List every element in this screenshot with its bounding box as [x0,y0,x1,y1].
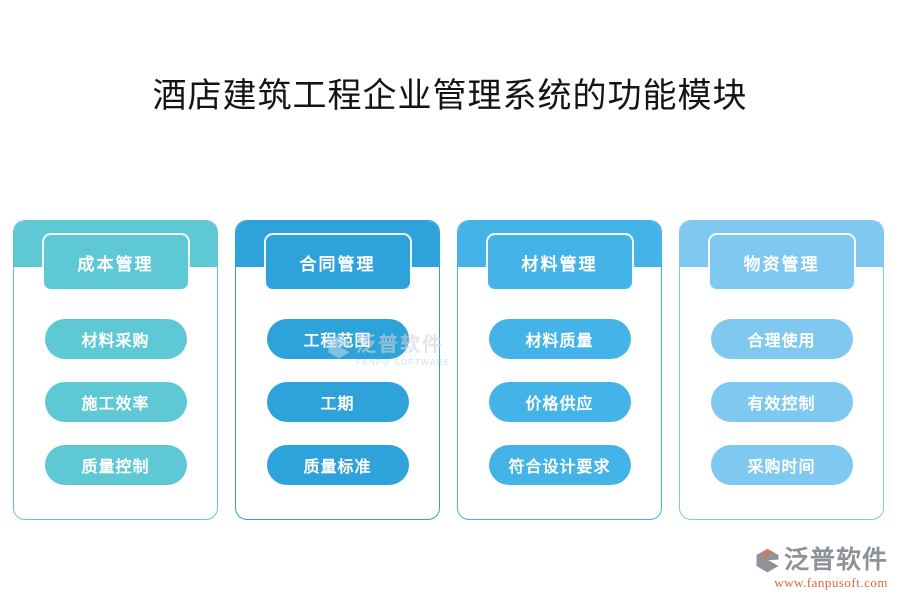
module-pill: 施工效率 [44,382,187,422]
module-card: 材料管理 材料质量价格供应符合设计要求 [457,220,662,520]
card-pill-list: 合理使用有效控制采购时间 [680,319,883,485]
module-pill: 工程范围 [266,319,409,359]
card-pill-list: 工程范围工期质量标准 [236,319,439,485]
card-pill-list: 材料质量价格供应符合设计要求 [458,319,661,485]
module-pill: 质量控制 [44,445,187,485]
card-header-tab: 物资管理 [707,233,856,291]
cards-grid: 成本管理 材料采购施工效率质量控制 合同管理 工程范围工期质量标准 材料管理 材… [13,220,887,520]
module-pill: 采购时间 [710,445,853,485]
card-header-label: 成本管理 [77,254,154,274]
card-header-label: 材料管理 [521,254,598,274]
module-pill: 材料采购 [44,319,187,359]
module-card: 物资管理 合理使用有效控制采购时间 [679,220,884,520]
module-pill: 符合设计要求 [488,445,631,485]
module-pill: 价格供应 [488,382,631,422]
card-header-tab: 材料管理 [485,233,634,291]
module-pill: 材料质量 [488,319,631,359]
card-header-label: 合同管理 [299,254,376,274]
card-header-tab: 成本管理 [41,233,190,291]
module-card: 合同管理 工程范围工期质量标准 [235,220,440,520]
module-pill: 合理使用 [710,319,853,359]
module-pill: 有效控制 [710,382,853,422]
brand-name: 泛普软件 [783,547,888,574]
card-header-tab: 合同管理 [263,233,412,291]
card-pill-list: 材料采购施工效率质量控制 [14,319,217,485]
fanpu-logo-icon [756,548,779,573]
card-header-label: 物资管理 [743,254,820,274]
fanpu-brand: 泛普软件 www.fanpusoft.com [754,547,888,591]
module-pill: 质量标准 [266,445,409,485]
brand-url: www.fanpusoft.com [774,575,888,590]
module-card: 成本管理 材料采购施工效率质量控制 [13,220,218,520]
page-title: 酒店建筑工程企业管理系统的功能模块 [152,78,748,115]
module-pill: 工期 [266,382,409,422]
fanpu-brand-row: 泛普软件 [754,547,888,574]
